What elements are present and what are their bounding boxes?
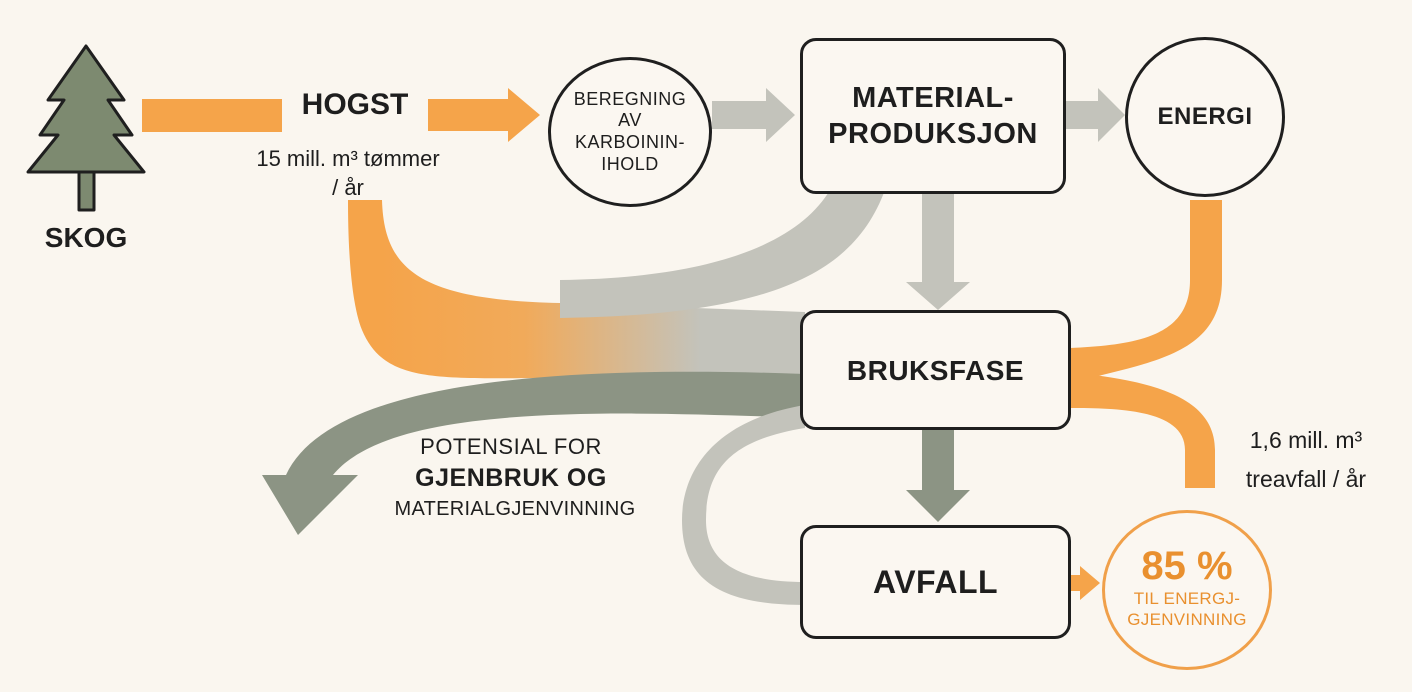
treavfall-volume: 1,6 mill. m³ xyxy=(1249,427,1363,453)
hogst-arrow xyxy=(428,88,540,142)
materialproduksjon-to-bruksfase-arrow xyxy=(906,194,970,310)
potential-line2: GJENBRUK OG xyxy=(415,464,607,492)
hogst-to-potential-flow xyxy=(348,200,805,402)
bruksfase-to-avfall-arrow xyxy=(906,430,970,522)
potential-line3: MATERIALGJENVINNING xyxy=(394,498,636,520)
energi-circle: ENERGI xyxy=(1125,37,1285,197)
bruksfase-to-avfall-loop xyxy=(682,405,805,605)
beregning-circle: BEREGNING AV KARBOININ- IHOLD xyxy=(548,57,712,207)
beregning-label: BEREGNING AV KARBOININ- IHOLD xyxy=(573,88,687,174)
hogst-label: HOGST xyxy=(301,88,409,121)
hogst-volume: 15 mill. m³ tømmer / år xyxy=(256,146,440,200)
energi-label: ENERGI xyxy=(1157,103,1253,130)
hogst-arrow-shaft-left xyxy=(142,99,282,132)
energigjenvinning-percent: 85 % xyxy=(1141,544,1233,589)
energi-to-bruksfase-flow xyxy=(1070,200,1222,384)
beregning-to-materialproduksjon-arrow xyxy=(712,88,795,142)
materialproduksjon-to-flow-band xyxy=(560,190,885,318)
avfall-box: AVFALL xyxy=(800,525,1071,639)
potential-curved-arrow xyxy=(262,371,805,535)
avfall-to-energigjenvinning-arrow xyxy=(1070,566,1100,600)
potential-line1: POTENSIAL FOR xyxy=(420,434,602,459)
materialproduksjon-box: MATERIAL- PRODUKSJON xyxy=(800,38,1066,194)
tree-icon xyxy=(26,44,146,212)
bruksfase-box: BRUKSFASE xyxy=(800,310,1071,430)
treavfall-label: treavfall / år xyxy=(1245,466,1367,492)
energigjenvinning-circle: 85 % TIL ENERGJ- GJENVINNING xyxy=(1102,510,1272,670)
skog-label: SKOG xyxy=(44,222,128,253)
energigjenvinning-label: TIL ENERGJ- GJENVINNING xyxy=(1127,589,1247,629)
bruksfase-to-treavfall-flow xyxy=(1070,372,1215,488)
materialproduksjon-to-energi-arrow xyxy=(1065,88,1125,142)
